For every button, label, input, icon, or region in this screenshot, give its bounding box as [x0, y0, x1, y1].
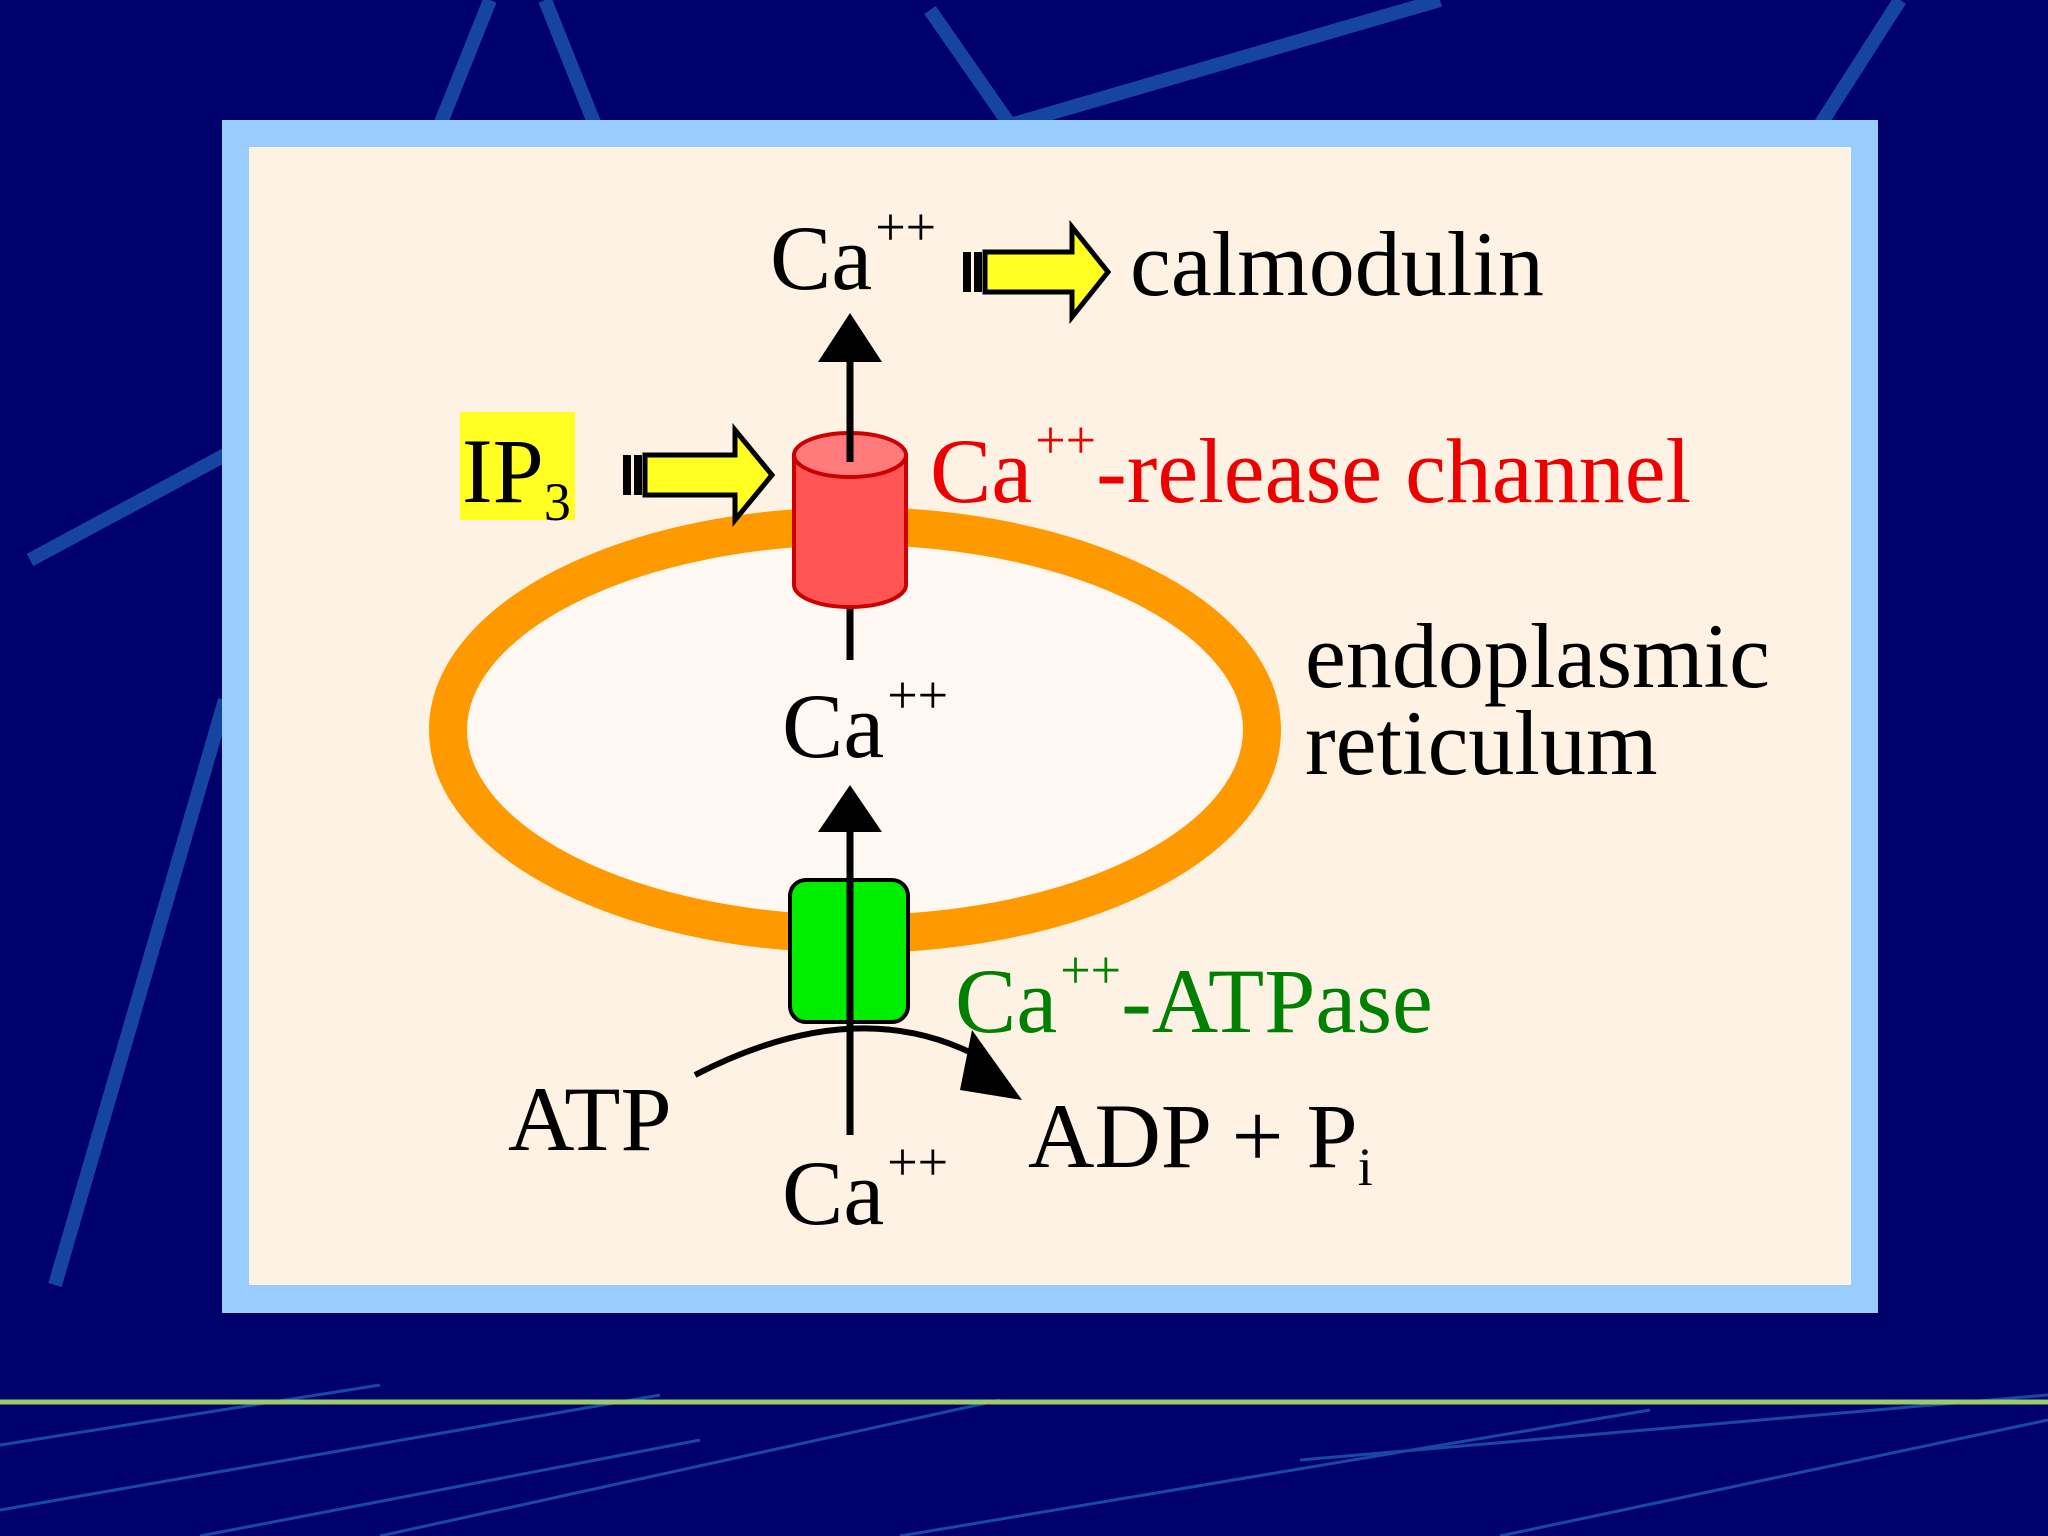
ca-charge: ++: [1060, 940, 1122, 1000]
er-label-line2: reticulum: [1305, 692, 1658, 794]
adp-text: ADP + P: [1028, 1085, 1358, 1187]
atp-label: ATP: [508, 1068, 672, 1170]
adp-label: ADP + Pi: [1028, 1090, 1373, 1194]
ca-release-channel: [792, 431, 908, 609]
ca-cytosol-top-label: Ca++: [770, 200, 936, 304]
uptake-arrowhead: [818, 785, 882, 832]
ip3-highlight: [460, 412, 575, 520]
ca-lumen-label: Ca++: [782, 668, 948, 772]
ca-charge: ++: [887, 665, 949, 725]
ip3-subscript: 3: [543, 472, 571, 532]
background-decoration: [26, 0, 1906, 1287]
ca-cytosol-bottom-label: Ca++: [782, 1135, 948, 1239]
ca-symbol: Ca: [955, 950, 1058, 1052]
atpase-text: -ATPase: [1121, 950, 1433, 1052]
ca-symbol: Ca: [770, 207, 873, 309]
ca-charge: ++: [875, 197, 937, 257]
ip3-text: IP: [462, 420, 544, 522]
bottom-decoration: [0, 1383, 2048, 1536]
ca-symbol: Ca: [782, 675, 885, 777]
er-lumen: [460, 538, 1250, 922]
ca-atpase-label: Ca++-ATPase: [955, 943, 1433, 1047]
release-channel-label: Ca++-release channel: [930, 413, 1691, 517]
ca-charge: ++: [887, 1132, 949, 1192]
ca-symbol: Ca: [782, 1142, 885, 1244]
calmodulin-label: calmodulin: [1130, 213, 1544, 315]
release-arrowhead: [818, 313, 882, 362]
er-label-line1: endoplasmic: [1305, 605, 1770, 707]
ca-charge: ++: [1035, 410, 1097, 470]
ip3-arrow: [623, 423, 776, 527]
atp-adp-arrowhead: [960, 1030, 1022, 1100]
ca-symbol: Ca: [930, 420, 1033, 522]
release-channel-text: -release channel: [1096, 420, 1692, 522]
calmodulin-arrow: [963, 219, 1112, 325]
pi-subscript: i: [1357, 1137, 1373, 1197]
ip3-label: IP3: [462, 425, 571, 529]
